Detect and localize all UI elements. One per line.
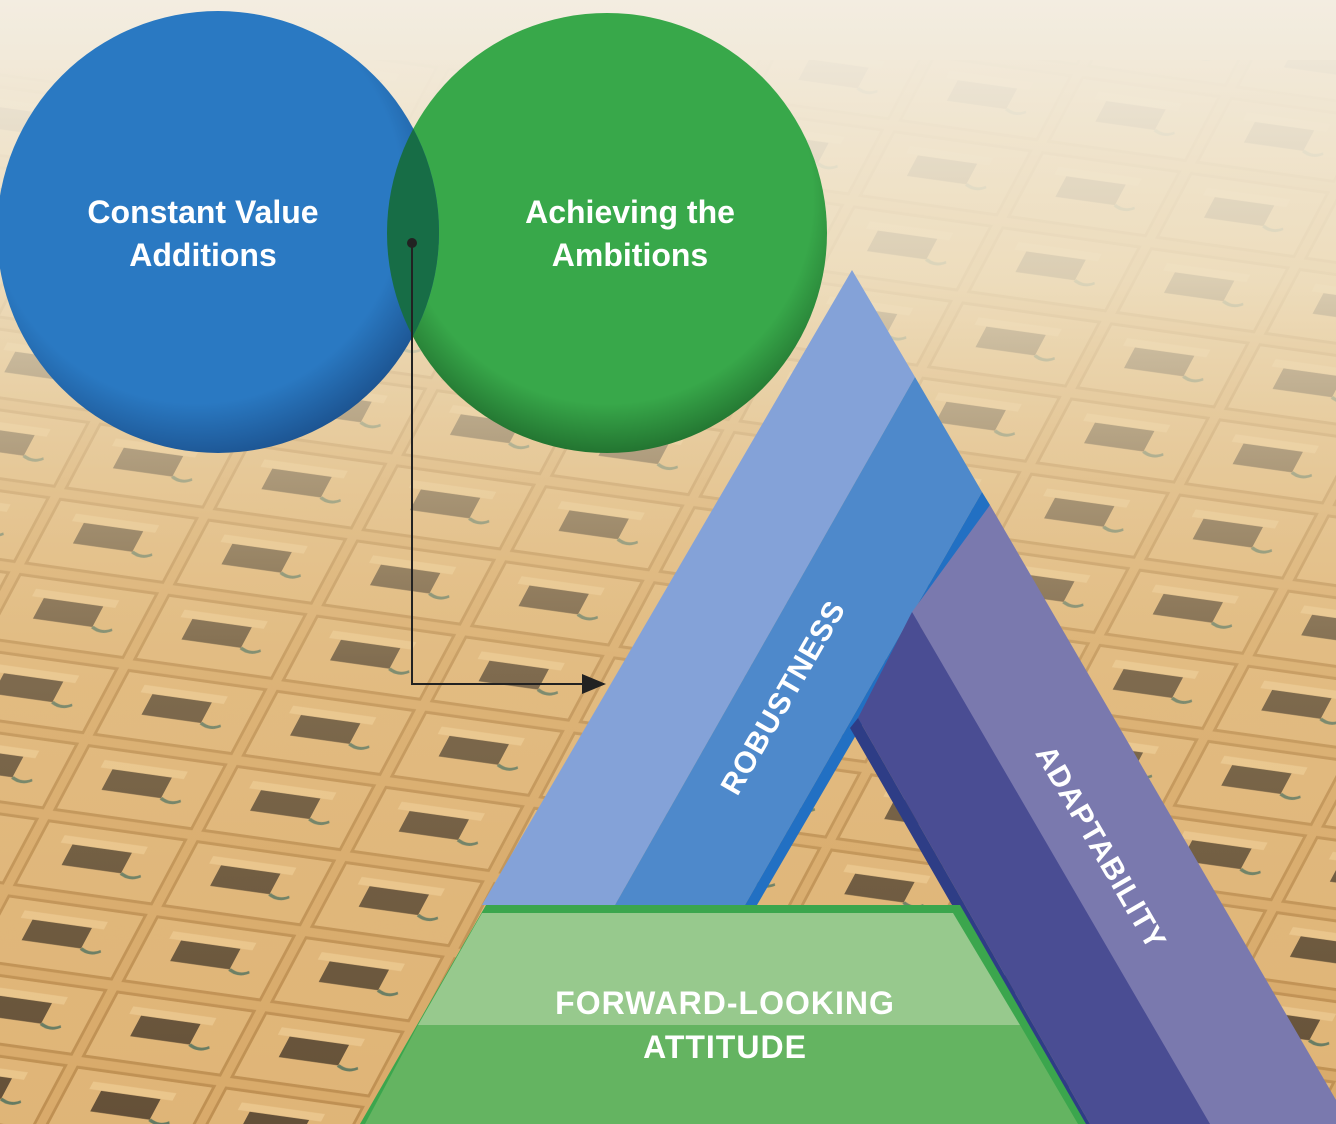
left-circle-label: Constant Value Additions (48, 191, 358, 277)
right-circle-label-line1: Achieving the (525, 194, 735, 230)
adaptability-edge (850, 718, 1090, 1124)
robustness-band-light (482, 270, 915, 905)
right-circle-label: Achieving the Ambitions (475, 191, 785, 277)
venn-circle-right (387, 13, 827, 453)
forward-looking-label-line1: FORWARD-LOOKING (555, 985, 895, 1021)
adaptability-band-dark (858, 612, 1210, 1124)
right-circle-label-line2: Ambitions (551, 237, 709, 273)
forward-looking-band-light (418, 913, 1020, 1025)
left-circle-label-line1: Constant Value (87, 194, 319, 230)
left-circle-label-line2: Additions (129, 237, 277, 273)
robustness-band (615, 377, 982, 905)
forward-looking-label: FORWARD-LOOKING ATTITUDE (555, 981, 895, 1069)
adaptability-band (912, 505, 1336, 1124)
forward-looking-band (365, 1025, 1078, 1124)
connector-arrow (411, 243, 606, 694)
forward-looking-label-line2: ATTITUDE (643, 1029, 807, 1065)
venn-circle-left (0, 11, 439, 453)
